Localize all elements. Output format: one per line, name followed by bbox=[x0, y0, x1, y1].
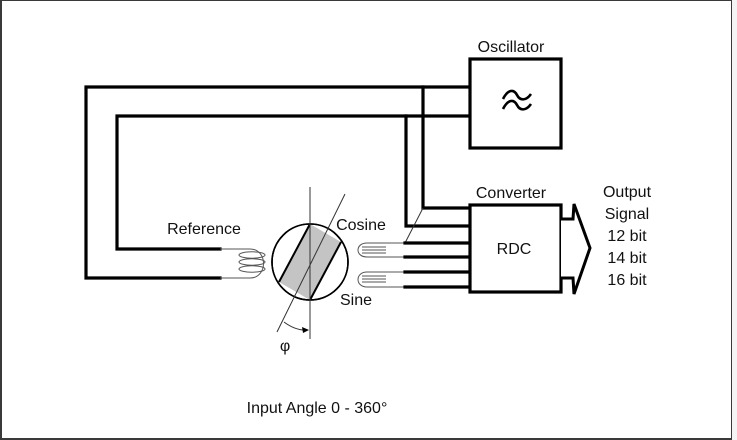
output-line: Signal bbox=[605, 206, 649, 223]
angle-symbol: φ bbox=[280, 338, 290, 355]
oscillator-to-converter-wire-2 bbox=[404, 114, 472, 228]
stator-coils bbox=[357, 207, 472, 289]
output-line: 12 bit bbox=[607, 228, 647, 245]
resolver-rotor bbox=[271, 187, 349, 339]
sine-label: Sine bbox=[340, 292, 372, 309]
oscillator-block bbox=[468, 57, 563, 150]
output-signal-text: Output Signal 12 bit 14 bit 16 bit bbox=[603, 184, 652, 289]
rotor-axis-line bbox=[276, 193, 346, 333]
output-line: 14 bit bbox=[607, 250, 647, 267]
outer-reference-wire bbox=[84, 85, 472, 280]
cosine-label: Cosine bbox=[336, 217, 386, 234]
rdc-label: RDC bbox=[497, 241, 532, 258]
cosine-coil bbox=[357, 242, 405, 258]
inner-reference-wire bbox=[115, 114, 472, 251]
sine-coil bbox=[357, 271, 405, 288]
oscillator-label: Oscillator bbox=[478, 39, 545, 56]
converter-label: Converter bbox=[476, 185, 547, 202]
oscillator-to-converter-wire-1 bbox=[421, 85, 472, 210]
angle-arrow-icon bbox=[302, 327, 309, 333]
reference-coil bbox=[220, 248, 266, 279]
output-arrow-icon bbox=[561, 203, 592, 295]
output-line: 16 bit bbox=[607, 272, 647, 289]
caption: Input Angle 0 - 360° bbox=[247, 400, 388, 417]
sine-wave-icon bbox=[501, 89, 533, 111]
output-line: Output bbox=[603, 184, 652, 201]
reference-label: Reference bbox=[167, 221, 241, 238]
